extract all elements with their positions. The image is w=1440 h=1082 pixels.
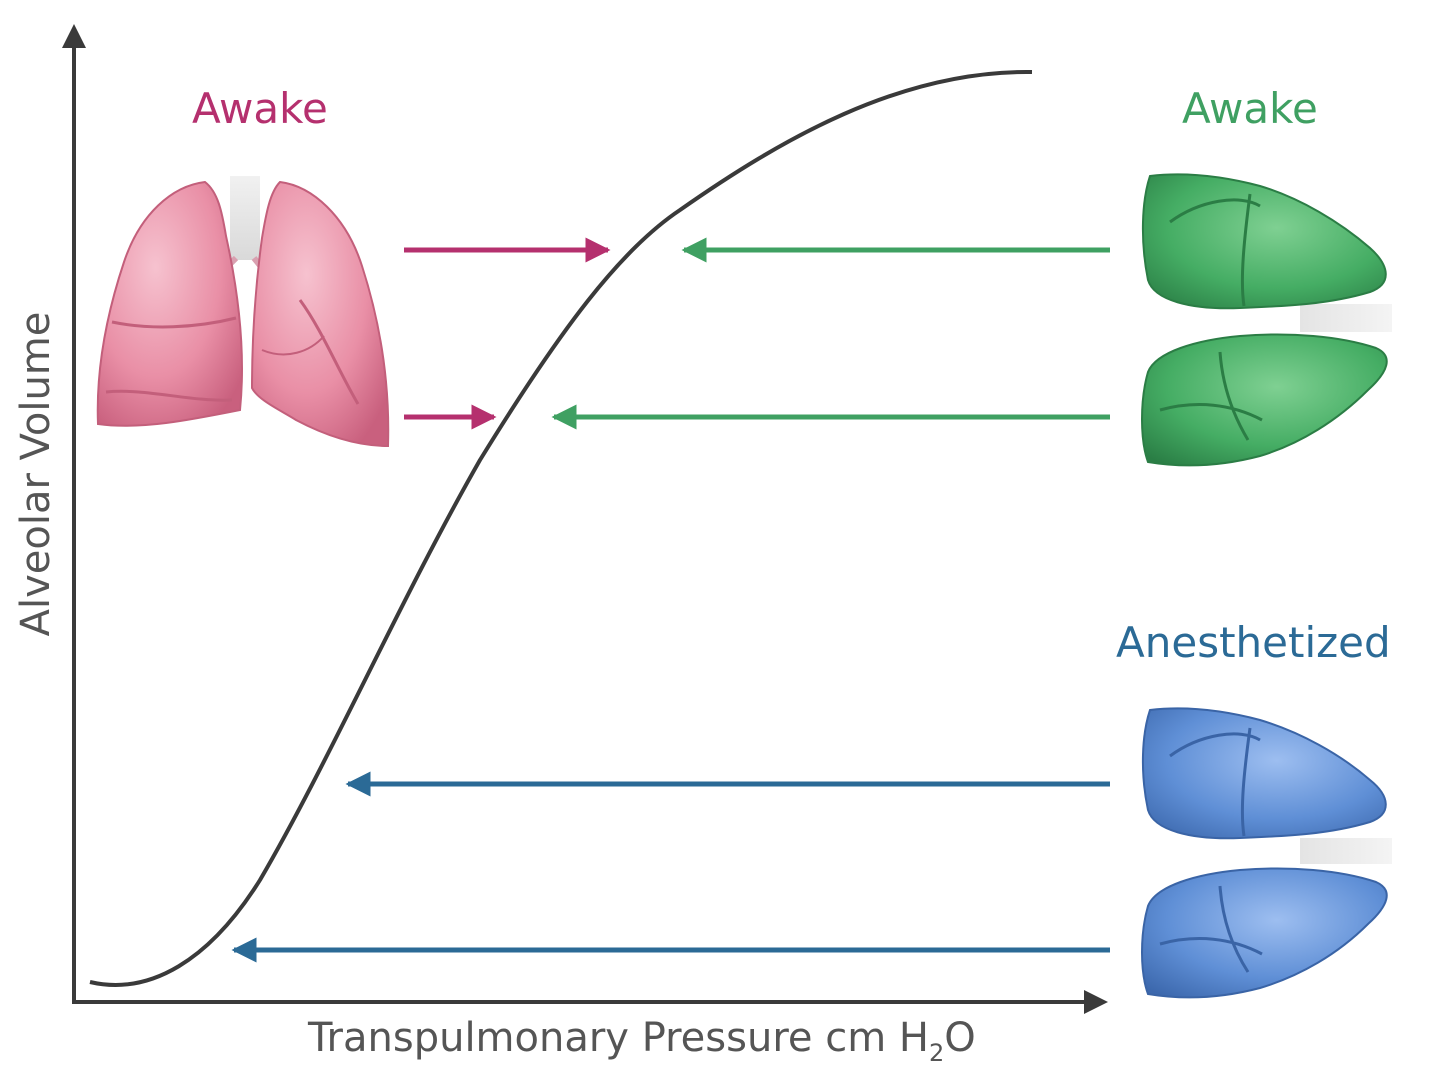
pressure-volume-curve bbox=[89, 69, 1033, 987]
x-axis-label-subscript: 2 bbox=[928, 1039, 945, 1067]
x-axis bbox=[72, 990, 1108, 1014]
lungs-anesthetized-blue-icon bbox=[1141, 707, 1392, 999]
y-axis-label: Alveolar Volume bbox=[13, 311, 59, 637]
x-axis-label-main: Transpulmonary Pressure cm H bbox=[308, 1015, 929, 1061]
x-axis-label-tail: O bbox=[944, 1015, 976, 1061]
awake-supine-label: Awake bbox=[1182, 84, 1318, 133]
anesthetized-label: Anesthetized bbox=[1116, 618, 1391, 667]
lungs-supine-green-icon bbox=[1141, 173, 1392, 467]
x-axis-label: Transpulmonary Pressure cm H2O bbox=[308, 1018, 976, 1065]
lungs-upright-pink-icon bbox=[96, 176, 390, 448]
y-axis bbox=[62, 24, 86, 1002]
awake-upright-label: Awake bbox=[192, 84, 328, 133]
